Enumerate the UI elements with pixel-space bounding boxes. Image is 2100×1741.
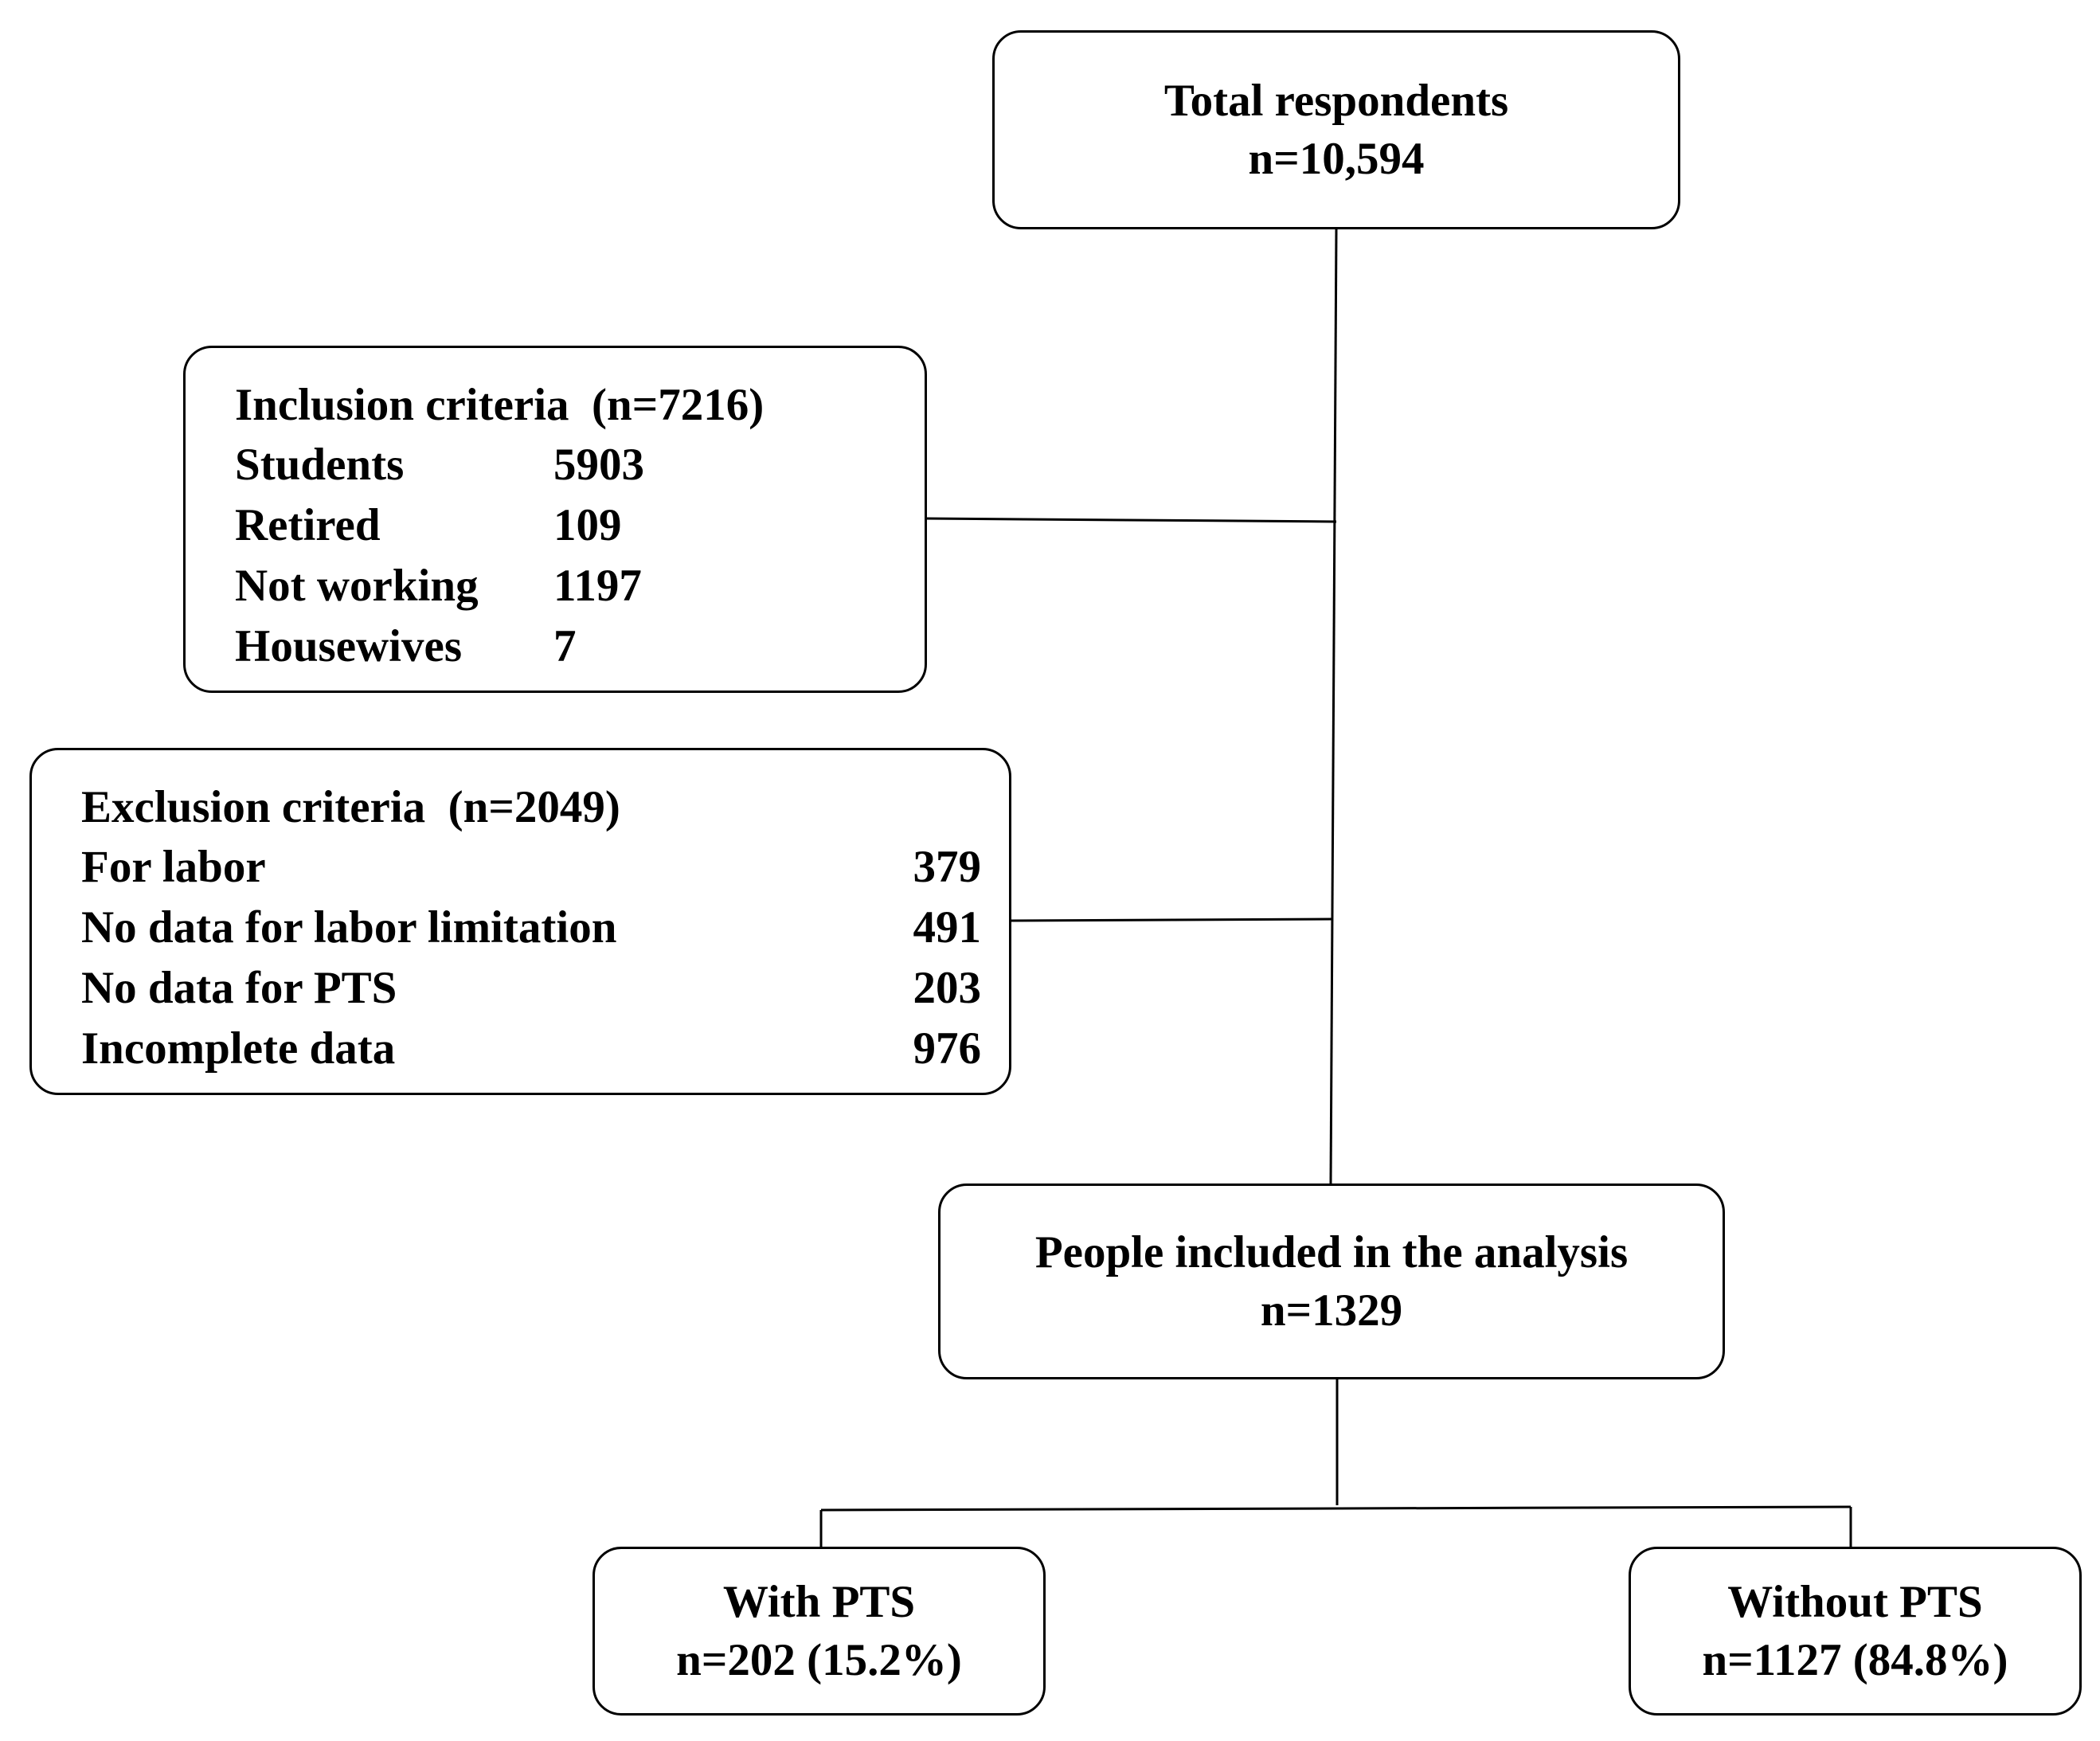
exclusion-label: No data for PTS <box>81 963 397 1013</box>
without-pts-title: Without PTS <box>1727 1577 1983 1627</box>
total-respondents-box: Total respondents n=10,594 <box>992 30 1680 229</box>
exclusion-criteria-box: Exclusion criteria (n=2049) For labor 37… <box>29 748 1011 1095</box>
without-pts-box: Without PTS n=1127 (84.8%) <box>1629 1547 2082 1716</box>
inclusion-value: 1197 <box>553 561 642 611</box>
inclusion-value: 109 <box>553 500 622 550</box>
connector-main-vertical <box>1329 228 1338 1184</box>
exclusion-value: 203 <box>913 963 982 1013</box>
inclusion-label: Housewives <box>235 621 462 671</box>
exclusion-label: Incomplete data <box>81 1023 396 1074</box>
without-pts-count: n=1127 (84.8%) <box>1702 1635 2008 1685</box>
with-pts-box: With PTS n=202 (15.2%) <box>592 1547 1046 1716</box>
total-respondents-title: Total respondents <box>1163 76 1509 126</box>
analysis-count: n=1329 <box>1260 1285 1403 1336</box>
exclusion-value: 491 <box>913 902 982 953</box>
connector-inclusion <box>925 517 1337 523</box>
inclusion-criteria-heading: Inclusion criteria (n=7216) <box>235 380 765 430</box>
with-pts-count: n=202 (15.2%) <box>676 1635 962 1685</box>
analysis-title: People included in the analysis <box>1034 1227 1629 1277</box>
inclusion-label: Not working <box>235 561 479 611</box>
connector-split-horizontal <box>820 1505 1852 1512</box>
total-respondents-count: n=10,594 <box>1248 134 1425 184</box>
exclusion-label: No data for labor limitation <box>81 902 617 953</box>
analysis-box: People included in the analysis n=1329 <box>938 1183 1725 1379</box>
inclusion-value: 5903 <box>553 440 644 490</box>
inclusion-label: Students <box>235 440 405 490</box>
exclusion-value: 976 <box>913 1023 982 1074</box>
inclusion-criteria-box: Inclusion criteria (n=7216) Students 590… <box>183 346 927 693</box>
exclusion-criteria-heading: Exclusion criteria (n=2049) <box>81 782 620 832</box>
with-pts-title: With PTS <box>722 1577 916 1627</box>
inclusion-value: 7 <box>553 621 577 671</box>
exclusion-label: For labor <box>81 842 266 892</box>
exclusion-value: 379 <box>913 842 982 892</box>
connector-exclusion <box>1011 917 1332 922</box>
inclusion-label: Retired <box>235 500 381 550</box>
